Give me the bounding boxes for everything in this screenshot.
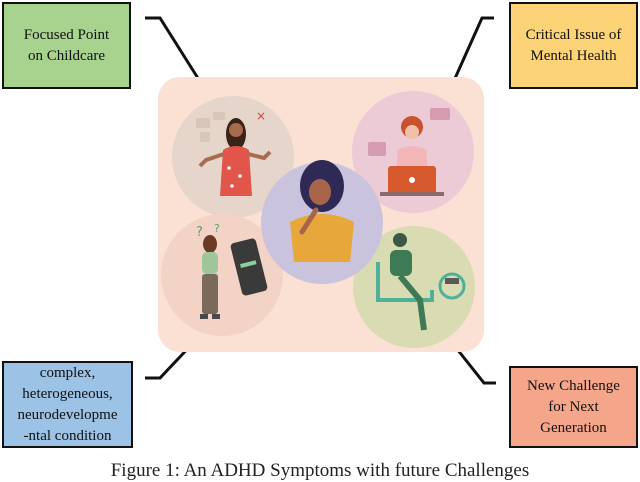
- label-line: complex,: [39, 364, 96, 381]
- label-line: on Childcare: [27, 47, 106, 64]
- confused-woman-figure: ? ?: [196, 222, 268, 319]
- woman-gesturing-figure: ×: [196, 109, 272, 196]
- label-box-top-right: Critical Issue of Mental Health: [509, 2, 638, 89]
- thinking-woman-figure: [290, 160, 354, 262]
- man-in-chair-figure: [376, 233, 466, 331]
- svg-text:?: ?: [214, 222, 220, 235]
- connector-bottom-right: [455, 348, 496, 385]
- label-line: for Next: [548, 398, 599, 415]
- label-line: Focused Point: [23, 26, 110, 43]
- woman-at-laptop-figure: [368, 108, 450, 196]
- figure-caption: Figure 1: An ADHD Symptoms with future C…: [110, 460, 530, 481]
- circle-bottom-right: [353, 226, 475, 348]
- label-line: Mental Health: [530, 47, 617, 64]
- label-line: New Challenge: [527, 377, 620, 394]
- label-line: -ntal condition: [23, 427, 112, 444]
- connector-bottom-left: [145, 340, 196, 380]
- svg-text:?: ?: [196, 225, 203, 240]
- label-line: Generation: [540, 419, 607, 436]
- svg-text:×: ×: [256, 109, 266, 123]
- label-line: neurodevelopme: [17, 406, 118, 423]
- label-box-bottom-left: complex, heterogeneous, neurodevelopme -…: [2, 361, 133, 448]
- label-line: Critical Issue of: [525, 26, 622, 43]
- label-line: heterogeneous,: [22, 385, 113, 402]
- label-box-top-left: Focused Point on Childcare: [2, 2, 131, 89]
- connector-top-right: [446, 16, 494, 95]
- label-box-bottom-right: New Challenge for Next Generation: [509, 366, 638, 448]
